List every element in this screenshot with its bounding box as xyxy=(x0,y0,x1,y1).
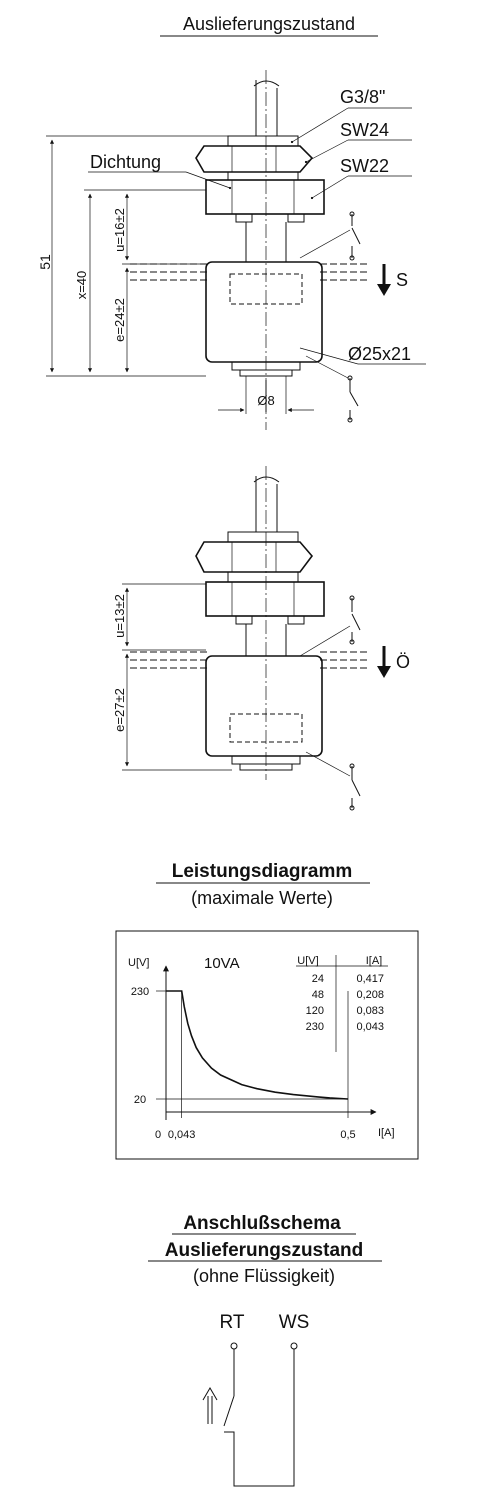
thread-nut-top-2 xyxy=(227,531,299,543)
section-2-drawing: Ö u=13±2 e=27±2 xyxy=(112,466,410,811)
leader-float xyxy=(299,347,359,365)
leader-sw24 xyxy=(304,139,349,164)
section-1-title: Auslieferungszustand xyxy=(183,14,355,34)
leader-contact-2 xyxy=(305,355,349,379)
label-thread: G3/8" xyxy=(340,87,385,107)
label-mode-o: Ö xyxy=(396,652,410,672)
label-sw24: SW24 xyxy=(340,120,389,140)
wire-loop xyxy=(224,1349,295,1487)
y-tick-label: 20 xyxy=(134,1094,146,1106)
label-stem-diameter: Ø8 xyxy=(257,393,274,408)
wiring-schema: Anschlußschema Auslieferungszustand (ohn… xyxy=(148,1213,382,1487)
water-level-lines-1 xyxy=(130,263,370,281)
chart-value-table: U[V] I[A] 24 0,417 48 0,208 120 0,083 230 0,043 xyxy=(296,955,388,1052)
reed-contact-symbol-2 xyxy=(347,375,359,423)
schema-title-1: Anschlußschema xyxy=(183,1213,341,1234)
chart-series xyxy=(166,990,349,1100)
terminal-rt xyxy=(230,1342,238,1350)
table-cell-u: 230 xyxy=(306,1021,324,1033)
chart-y-label: U[V] xyxy=(128,957,149,969)
leader-sw22 xyxy=(310,175,349,200)
dimension-u-e-2 xyxy=(122,583,232,771)
label-u-dim: u=16±2 xyxy=(112,208,127,252)
water-level-lines-2 xyxy=(130,651,370,669)
label-seal: Dichtung xyxy=(90,152,161,172)
dimension-stem-diameter xyxy=(218,376,314,414)
label-e-dim: e=24±2 xyxy=(112,298,127,342)
reed-contact-open-symbol-1 xyxy=(349,211,361,261)
seal-ring xyxy=(227,171,299,181)
label-mode-s: S xyxy=(396,270,408,290)
hex-body-sw22 xyxy=(205,179,325,215)
x-tick-label: 0,5 xyxy=(340,1129,355,1141)
chart-ticks: 20 230 0 0,043 0,5 xyxy=(131,986,356,1141)
arrow-down-icon xyxy=(377,264,391,296)
float-body-2 xyxy=(205,655,323,757)
seal-ring-2 xyxy=(227,571,299,583)
table-header-i: I[A] xyxy=(366,955,383,967)
table-header-u: U[V] xyxy=(297,955,318,967)
body-collar-left xyxy=(235,213,253,223)
hex-nut-sw24 xyxy=(195,145,314,173)
table-cell-u: 48 xyxy=(312,989,324,1001)
float-body xyxy=(205,261,323,363)
switch-contact xyxy=(223,1395,235,1427)
float-up-arrow-icon xyxy=(202,1387,218,1424)
cable-top xyxy=(253,80,280,136)
table-cell-i: 0,043 xyxy=(356,1021,384,1033)
terminal-ws xyxy=(290,1342,298,1350)
dimension-u-e xyxy=(122,193,206,373)
series-line-10va xyxy=(166,990,349,1100)
reed-contact-symbol-4 xyxy=(349,763,361,811)
hex-nut-2 xyxy=(195,541,314,573)
schema-subtitle: (ohne Flüssigkeit) xyxy=(193,1266,335,1286)
thread-nut-top xyxy=(227,135,299,147)
leader-contact-1 xyxy=(299,229,351,259)
reed-contact-symbol-3 xyxy=(349,595,361,645)
performance-diagram: Leistungsdiagramm (maximale Werte) U[V] … xyxy=(115,861,419,1160)
label-u-dim-2: u=13±2 xyxy=(112,594,127,638)
x-tick-label: 0 xyxy=(155,1129,161,1141)
diagram-title: Leistungsdiagramm xyxy=(172,861,353,882)
cable-top-2 xyxy=(253,476,280,532)
table-cell-i: 0,208 xyxy=(356,989,384,1001)
diagram-frame xyxy=(115,930,419,1160)
chart-x-label: I[A] xyxy=(378,1127,395,1139)
section-1-drawing: Auslieferungszustand xyxy=(37,14,426,430)
label-float-size: Ø25x21 xyxy=(348,344,411,364)
table-cell-i: 0,417 xyxy=(356,973,384,985)
table-cell-i: 0,083 xyxy=(356,1005,384,1017)
table-cell-u: 24 xyxy=(312,973,324,985)
dimension-x xyxy=(84,189,206,373)
label-total-length: 51 xyxy=(37,254,53,270)
terminal-label-ws: WS xyxy=(279,1312,310,1333)
leader-thread xyxy=(290,107,349,144)
schema-title-2: Auslieferungszustand xyxy=(165,1240,363,1261)
x-tick-label: 0,043 xyxy=(168,1129,196,1141)
chart-power-label: 10VA xyxy=(204,955,240,972)
dimension-total-length xyxy=(46,135,230,377)
label-x-dim: x=40 xyxy=(74,271,89,300)
hex-body-2 xyxy=(205,581,325,617)
arrow-down-icon-2 xyxy=(377,646,391,678)
diagram-subtitle: (maximale Werte) xyxy=(191,888,333,908)
label-sw22: SW22 xyxy=(340,156,389,176)
terminal-label-rt: RT xyxy=(220,1312,245,1333)
label-e-dim-2: e=27±2 xyxy=(112,688,127,732)
table-rows: 24 0,417 48 0,208 120 0,083 230 0,043 xyxy=(306,973,384,1033)
y-tick-label: 230 xyxy=(131,986,149,998)
table-cell-u: 120 xyxy=(306,1005,324,1017)
body-collar-right xyxy=(287,213,305,223)
